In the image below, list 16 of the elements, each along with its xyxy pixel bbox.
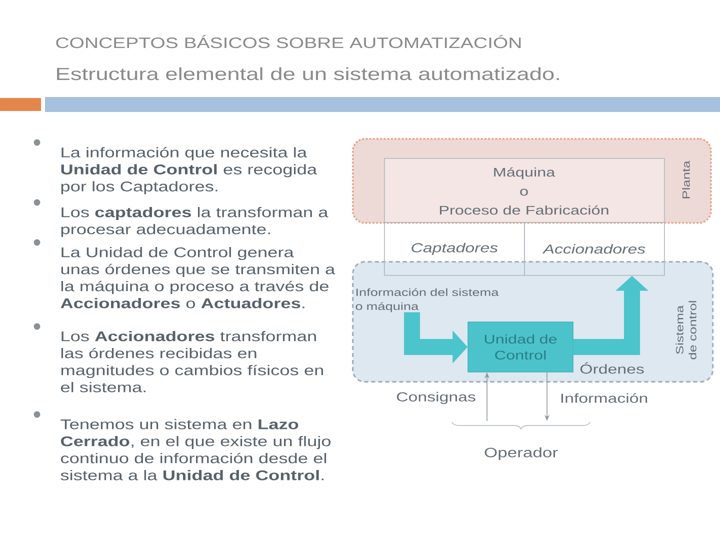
bullet-text: La información que necesita la Unidad de Control es recogida por los Captadores.	[61, 146, 318, 194]
edge-label: Órdenes	[578, 360, 646, 376]
bullet-text: La Unidad de Control genera unas órdenes que se transmiten a la máquina o proceso a través de Accionadores o Actuadores.	[60, 247, 336, 308]
component-cell: Captadores	[384, 222, 525, 276]
title: CONCEPTOS BÁSICOS SOBRE AUTOMATIZACIÓN	[56, 35, 521, 48]
edge-label: Información	[558, 392, 650, 404]
process-box: Unidad de Control	[468, 322, 574, 372]
subtitle: Estructura elemental de un sistema automatizado.	[57, 67, 559, 80]
bullet-text: Tenemos un sistema en Lazo Cerrado, en el que existe un flujo continuo de información desde el sistema a la Unidad de Control.	[60, 419, 330, 480]
bullet-text: Los Accionadores transforman las órdenes recibidas en magnitudes o cambios físicos en el sistema.	[60, 331, 324, 392]
input-label: Información del sistema o máquina	[356, 288, 499, 312]
bullet-text: Los captadores la transforman a procesar adecuadamente.	[61, 207, 328, 238]
braced-label: Operador	[452, 422, 590, 460]
component-cell: Accionadores	[524, 222, 665, 276]
machine-box: Máquina o Proceso de Fabricación	[384, 158, 665, 223]
edge-label: Consignas	[394, 390, 478, 406]
